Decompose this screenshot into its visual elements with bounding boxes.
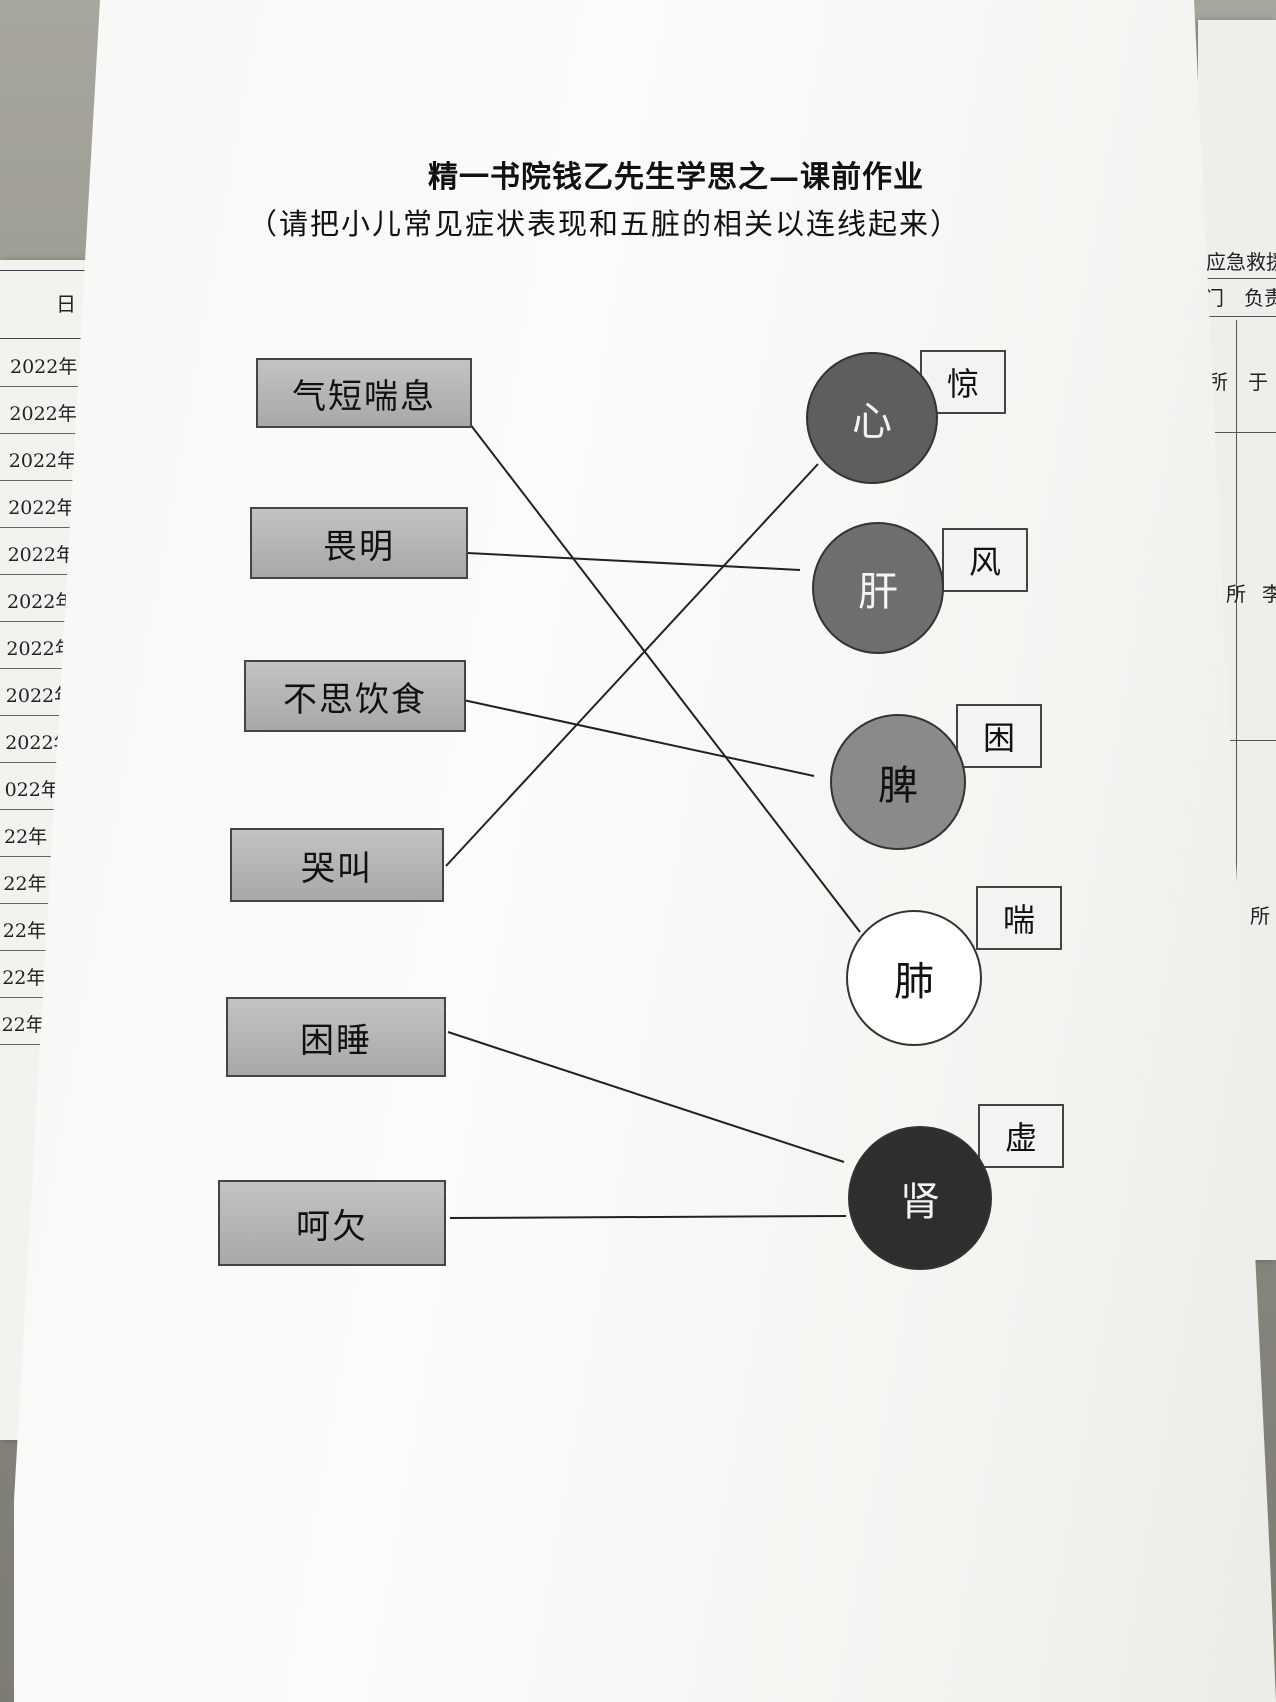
left-sheet-date: 2022年 <box>7 544 75 566</box>
organ-circle: 心 <box>806 352 938 484</box>
left-sheet-date: 22年 <box>2 920 46 942</box>
symptom-box: 畏明 <box>250 507 468 579</box>
left-sheet-date: 22年 <box>2 967 46 989</box>
symptom-box: 气短喘息 <box>256 358 472 428</box>
organ-tag: 虚 <box>978 1104 1064 1168</box>
left-sheet-date: 2022年 <box>8 497 76 519</box>
right-sheet-cell: 所 <box>1208 370 1228 394</box>
connection-line <box>447 1031 845 1163</box>
left-sheet-date: 2022年 <box>7 591 75 613</box>
connection-line <box>449 1215 847 1219</box>
worksheet-title: 精一书院钱乙先生学思之—课前作业 <box>428 160 924 195</box>
left-sheet-date: 022年 <box>4 779 60 801</box>
organ-tag: 喘 <box>976 886 1062 950</box>
organ-circle: 肺 <box>846 910 982 1046</box>
left-sheet-date: 2022年 <box>6 638 74 660</box>
right-sheet-cell: 于 <box>1248 370 1268 394</box>
right-sheet-cell: 所 <box>1226 582 1246 606</box>
symptom-box: 困睡 <box>226 997 446 1077</box>
organ-circle: 脾 <box>830 714 966 850</box>
left-sheet-date: 22年 <box>4 826 48 848</box>
symptom-box: 不思饮食 <box>244 660 466 732</box>
connection-line <box>447 551 801 571</box>
worksheet-instructions: （请把小儿常见症状表现和五脏的相关以连线起来） <box>248 207 962 241</box>
left-sheet-date: 2022年 <box>5 732 73 754</box>
left-sheet-date: 2022年 <box>9 403 77 425</box>
symptom-box: 哭叫 <box>230 828 444 902</box>
connection-line <box>453 697 815 777</box>
organ-circle: 肝 <box>812 522 944 654</box>
right-sheet-col2: 负责 <box>1244 286 1276 310</box>
organ-tag: 风 <box>942 528 1028 592</box>
symptom-box: 呵欠 <box>218 1180 446 1266</box>
left-sheet-date: 2022年 <box>5 685 74 707</box>
worksheet-paper <box>14 0 1276 1702</box>
organ-tag: 困 <box>956 704 1042 768</box>
left-column-head: 日 <box>56 292 76 316</box>
left-sheet-date: 22年 <box>3 873 47 895</box>
connection-line <box>445 463 819 867</box>
left-sheet-date: 22年 <box>1 1014 45 1036</box>
right-sheet-col1: 门 <box>1204 286 1224 310</box>
right-sheet-header: 应急救援 <box>1206 250 1276 274</box>
right-sheet-cell: 所 <box>1250 904 1270 928</box>
right-sheet-cell: 李 <box>1262 582 1276 606</box>
left-sheet-date: 2022年 <box>8 450 77 472</box>
left-sheet-date: 2022年 <box>10 356 78 378</box>
organ-circle: 肾 <box>848 1126 992 1270</box>
connection-line <box>449 397 861 933</box>
